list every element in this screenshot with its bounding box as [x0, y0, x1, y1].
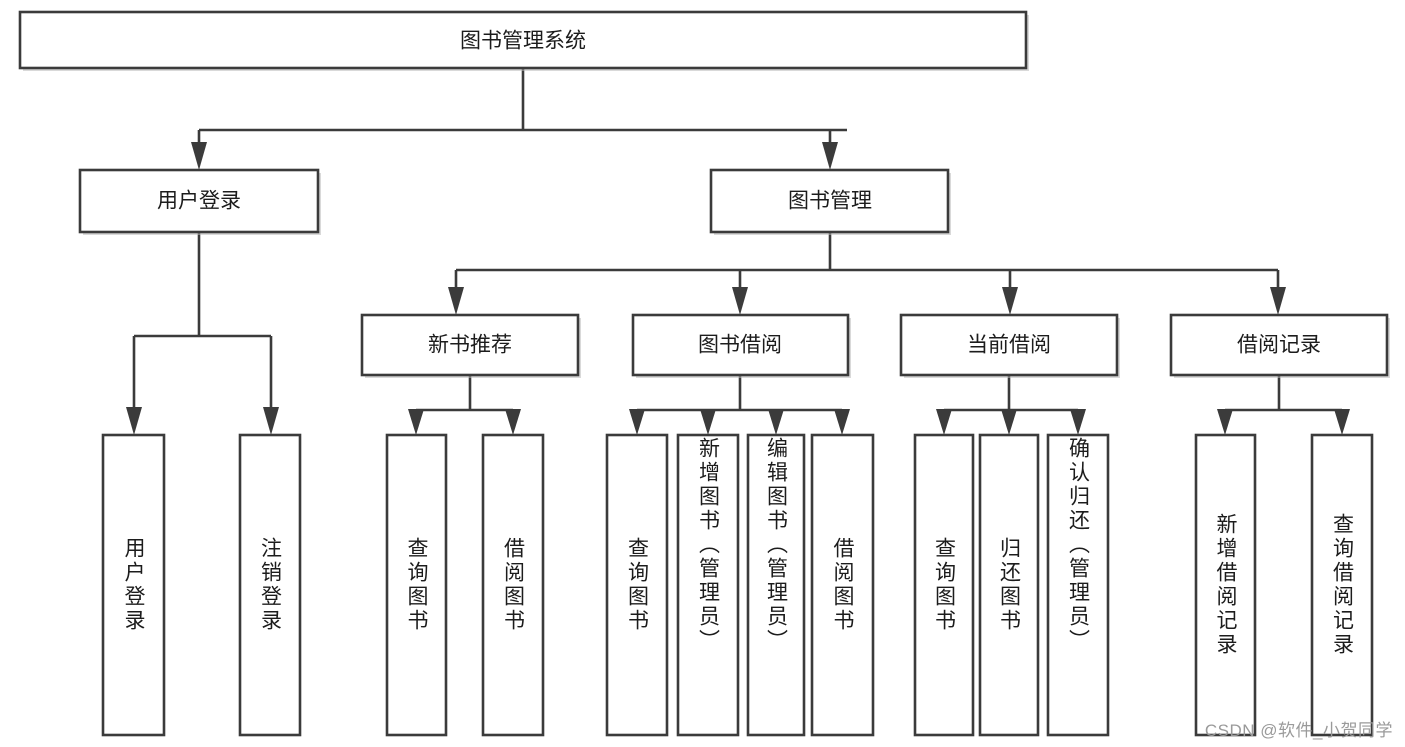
arrowhead-leaf-query-book-2	[629, 409, 645, 435]
arrowhead-leaf-user-login	[126, 407, 142, 435]
current-borrow-box[interactable]	[899, 313, 1119, 377]
root-box[interactable]	[18, 10, 1028, 70]
arrowhead-current-borrow	[1002, 287, 1018, 315]
leaf-box-add-book-admin[interactable]	[676, 433, 740, 737]
arrowhead-leaf-confirm-return-admin	[1070, 409, 1086, 435]
arrowhead-leaf-query-book-3	[936, 409, 952, 435]
arrowhead-user-login	[191, 142, 207, 170]
leaf-box-user-login[interactable]	[101, 433, 166, 737]
node-user-login[interactable]: 用户登录	[78, 168, 321, 235]
arrowhead-leaf-borrow-book-1	[505, 409, 521, 435]
arrowhead-leaf-query-book-1	[408, 409, 424, 435]
node-current-borrow[interactable]: 当前借阅	[899, 313, 1120, 378]
leaf-box-query-book-2[interactable]	[605, 433, 669, 737]
edge-group-book-borrow	[629, 375, 850, 435]
borrow-record-label: 借阅记录	[1237, 334, 1321, 357]
book-manage-label: 图书管理	[788, 190, 872, 213]
watermark-text: CSDN @软件_小贺同学	[1204, 721, 1393, 740]
edge-group-new-book-recommend	[408, 375, 521, 435]
user-login-box[interactable]	[78, 168, 320, 234]
leaf-box-query-book-3[interactable]	[913, 433, 975, 737]
arrowhead-leaf-add-borrow-record	[1217, 409, 1233, 435]
arrowhead-leaf-add-book-admin	[700, 409, 716, 435]
node-borrow-record[interactable]: 借阅记录	[1169, 313, 1390, 378]
node-book-borrow[interactable]: 图书借阅	[631, 313, 851, 378]
arrowhead-leaf-return-book	[1001, 409, 1017, 435]
edge-group-user-login	[126, 232, 279, 435]
edge-group-book-manage	[448, 232, 1286, 315]
leaf-box-add-borrow-record[interactable]	[1194, 433, 1257, 737]
edge-group-borrow-record	[1217, 375, 1350, 435]
edge-group-root	[191, 68, 847, 170]
node-book-manage[interactable]: 图书管理	[709, 168, 951, 235]
book-borrow-label: 图书借阅	[698, 334, 782, 357]
node-new-book-recommend[interactable]: 新书推荐	[360, 313, 581, 378]
arrowhead-book-manage	[822, 142, 838, 170]
arrowhead-book-borrow	[732, 287, 748, 315]
node-root[interactable]: 图书管理系统	[18, 10, 1029, 71]
leaf-box-confirm-return-admin[interactable]	[1046, 433, 1110, 737]
arrowhead-borrow-record	[1270, 287, 1286, 315]
new-book-recommend-box[interactable]	[360, 313, 580, 377]
arrowhead-new-book-recommend	[448, 287, 464, 315]
current-borrow-label: 当前借阅	[967, 334, 1051, 357]
leaf-box-user-logout[interactable]	[238, 433, 302, 737]
arrowhead-leaf-query-borrow-record	[1334, 409, 1350, 435]
edge-group-current-borrow	[936, 375, 1086, 435]
leaf-box-edit-book-admin[interactable]	[746, 433, 806, 737]
root-label: 图书管理系统	[460, 30, 586, 53]
leaf-box-query-borrow-record[interactable]	[1310, 433, 1374, 737]
borrow-record-box[interactable]	[1169, 313, 1389, 377]
new-book-recommend-label: 新书推荐	[428, 334, 512, 357]
leaf-box-return-book[interactable]	[978, 433, 1040, 737]
leaf-boxes	[101, 433, 1374, 737]
leaf-box-borrow-book-1[interactable]	[481, 433, 545, 737]
arrowhead-leaf-edit-book-admin	[768, 409, 784, 435]
arrowhead-leaf-user-logout	[263, 407, 279, 435]
book-manage-box[interactable]	[709, 168, 950, 234]
leaf-box-query-book-1[interactable]	[385, 433, 448, 737]
user-login-label: 用户登录	[157, 190, 241, 213]
book-borrow-box[interactable]	[631, 313, 850, 377]
leaf-box-borrow-book-2[interactable]	[810, 433, 875, 737]
arrowhead-leaf-borrow-book-2	[834, 409, 850, 435]
